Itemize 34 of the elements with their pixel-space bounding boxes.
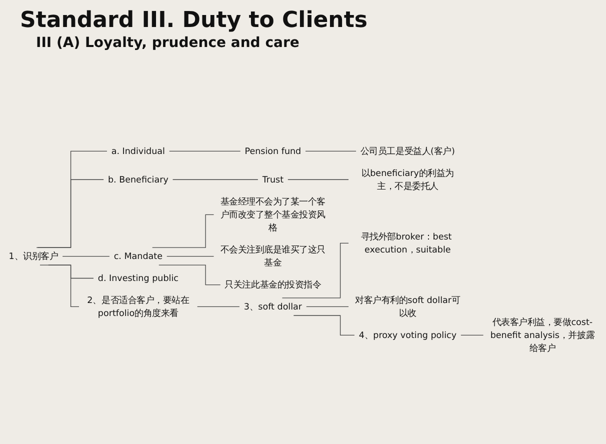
connector [172,179,258,180]
connector [306,306,349,307]
connector [293,314,355,336]
node-text: 3、soft dollar [244,300,302,312]
connector [158,264,221,285]
node-text: 基金经理不会为了某一个客户而改变了整个基金投资风格 [220,196,326,233]
node-text: c. Mandate [114,250,162,262]
node-text: Trust [262,174,284,184]
section-heading: III (A) Loyalty, prudence and care [36,35,300,51]
node-text: a. Individual [111,145,165,156]
node-text: 寻找外部broker：best execution，suitable [360,230,452,254]
node-text: d. Investing public [98,272,178,283]
node-text: 对客户有利的soft dollar可以收 [355,294,460,318]
connector [305,150,356,152]
node-text: 公司员工是受益人(客户) [360,145,455,156]
connector [152,214,214,248]
connector [288,179,349,180]
connector [169,150,241,152]
connector [37,179,104,248]
node-text: b. Beneficiary [108,174,168,184]
connector [40,264,80,307]
node-text: 2、是否适合客户，要站在portfolio的角度来看 [87,294,190,318]
node-text: 4、proxy voting policy [358,329,457,340]
node-text: 1、识别客户 [8,250,58,262]
connector [282,242,349,298]
node-text: 以beneficiary的利益为主，不是委托人 [361,167,454,191]
node-text: 只关注此基金的投资指令 [224,279,322,290]
node-text: 不会关注到底是谁买了这只基金 [220,244,326,268]
connector [460,334,484,336]
connector [197,306,240,307]
connector [36,150,108,248]
node-text: Pension fund [244,145,302,156]
slide-title: Standard III. Duty to Clients [20,8,368,33]
node-text: 代表客户利益，要做cost-benefit analysis，并披露给客户 [490,316,595,354]
